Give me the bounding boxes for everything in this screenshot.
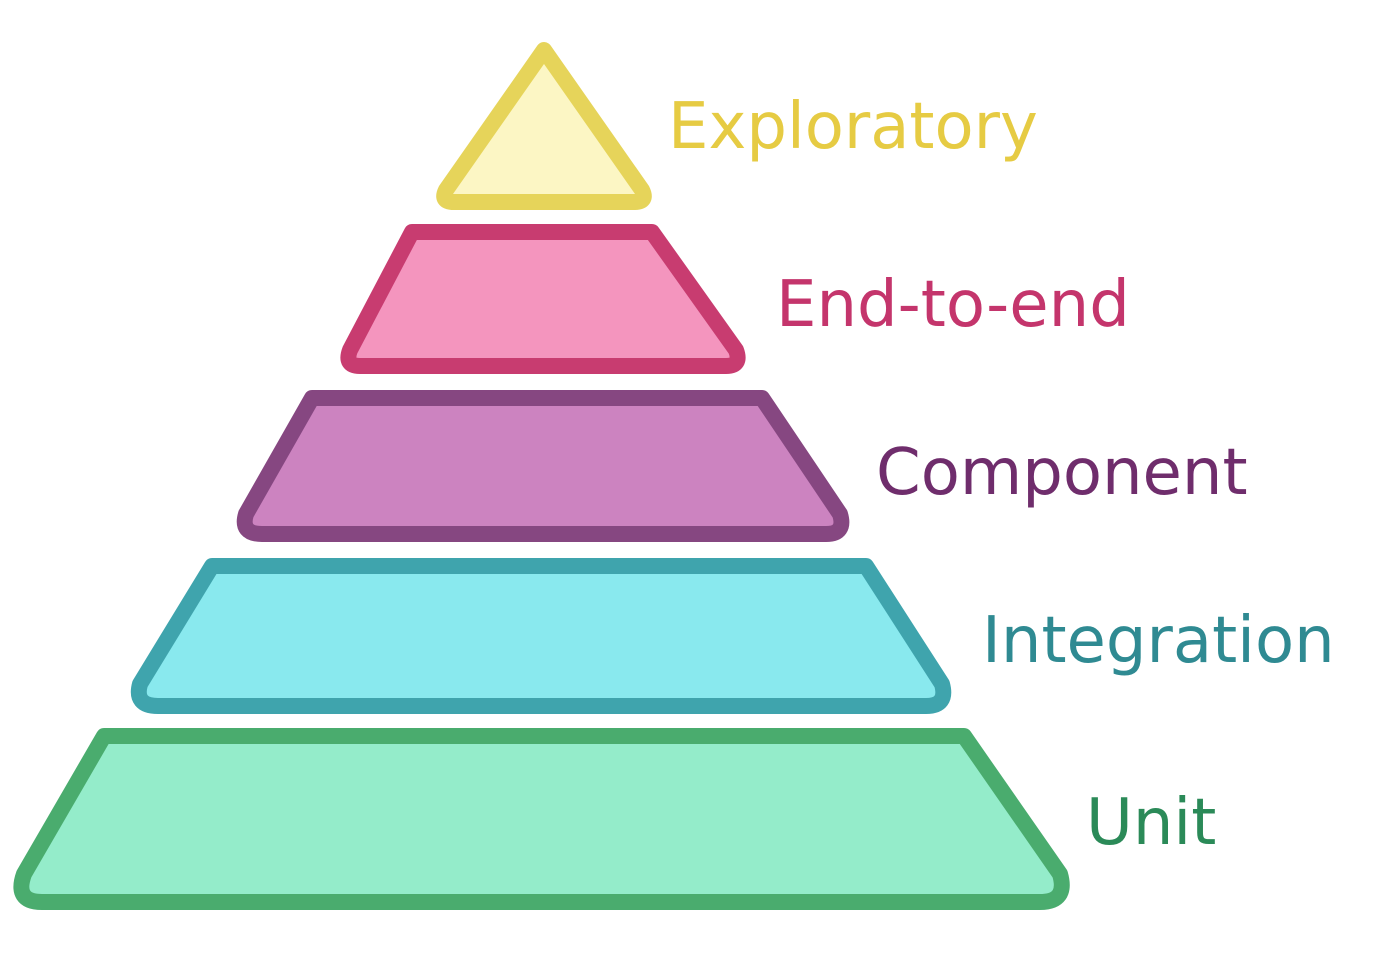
tier-exploratory: Exploratory [436, 42, 1038, 210]
tier-integration-label: Integration [982, 604, 1335, 678]
tier-exploratory-shape [436, 42, 652, 210]
tier-end-to-end: End-to-end [340, 224, 1130, 374]
tier-end-to-end-label: End-to-end [776, 268, 1130, 342]
tier-unit: Unit [13, 728, 1216, 910]
tier-component: Component [236, 390, 1248, 542]
tier-component-label: Component [876, 436, 1248, 510]
tier-end-to-end-shape [340, 224, 746, 374]
tier-exploratory-label: Exploratory [668, 90, 1038, 164]
tier-integration: Integration [130, 558, 1335, 714]
tier-unit-shape [13, 728, 1070, 910]
tier-integration-shape [130, 558, 952, 714]
tier-unit-label: Unit [1086, 786, 1216, 860]
tier-component-shape [236, 390, 850, 542]
